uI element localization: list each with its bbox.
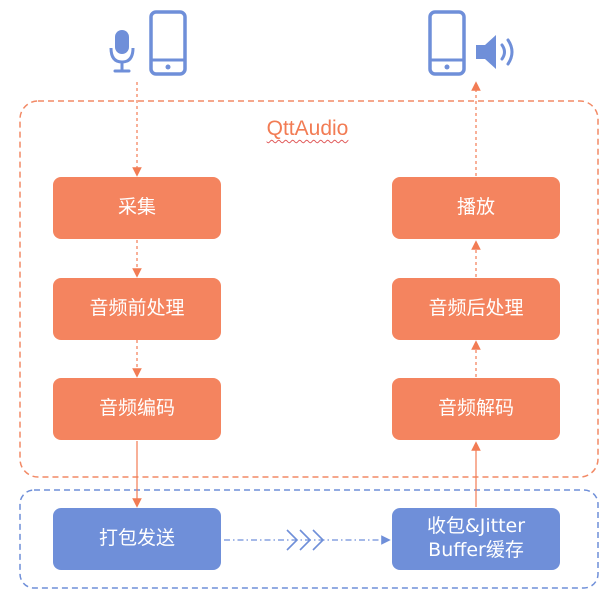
phone-icon (428, 10, 466, 76)
container-title: QttAudio (0, 117, 615, 141)
phone-icon (149, 10, 187, 76)
receive-jitter-line2: Buffer缓存 (428, 539, 524, 561)
postprocess-box: 音频后处理 (392, 278, 560, 340)
chevron-arrows-icon (286, 529, 325, 551)
qttaudio-container (19, 100, 599, 478)
qttaudio-label: QttAudio (266, 117, 349, 140)
receive-jitter-buffer-box: 收包&Jitter Buffer缓存 (392, 508, 560, 570)
speaker-icon (476, 35, 514, 69)
network-container (19, 489, 599, 589)
decode-box: 音频解码 (392, 378, 560, 440)
playback-box: 播放 (392, 177, 560, 239)
packetize-send-box: 打包发送 (53, 508, 221, 570)
receive-jitter-line1: 收包&Jitter (426, 515, 526, 538)
preprocess-box: 音频前处理 (53, 278, 221, 340)
capture-box: 采集 (53, 177, 221, 239)
microphone-icon (109, 30, 135, 73)
encode-box: 音频编码 (53, 378, 221, 440)
